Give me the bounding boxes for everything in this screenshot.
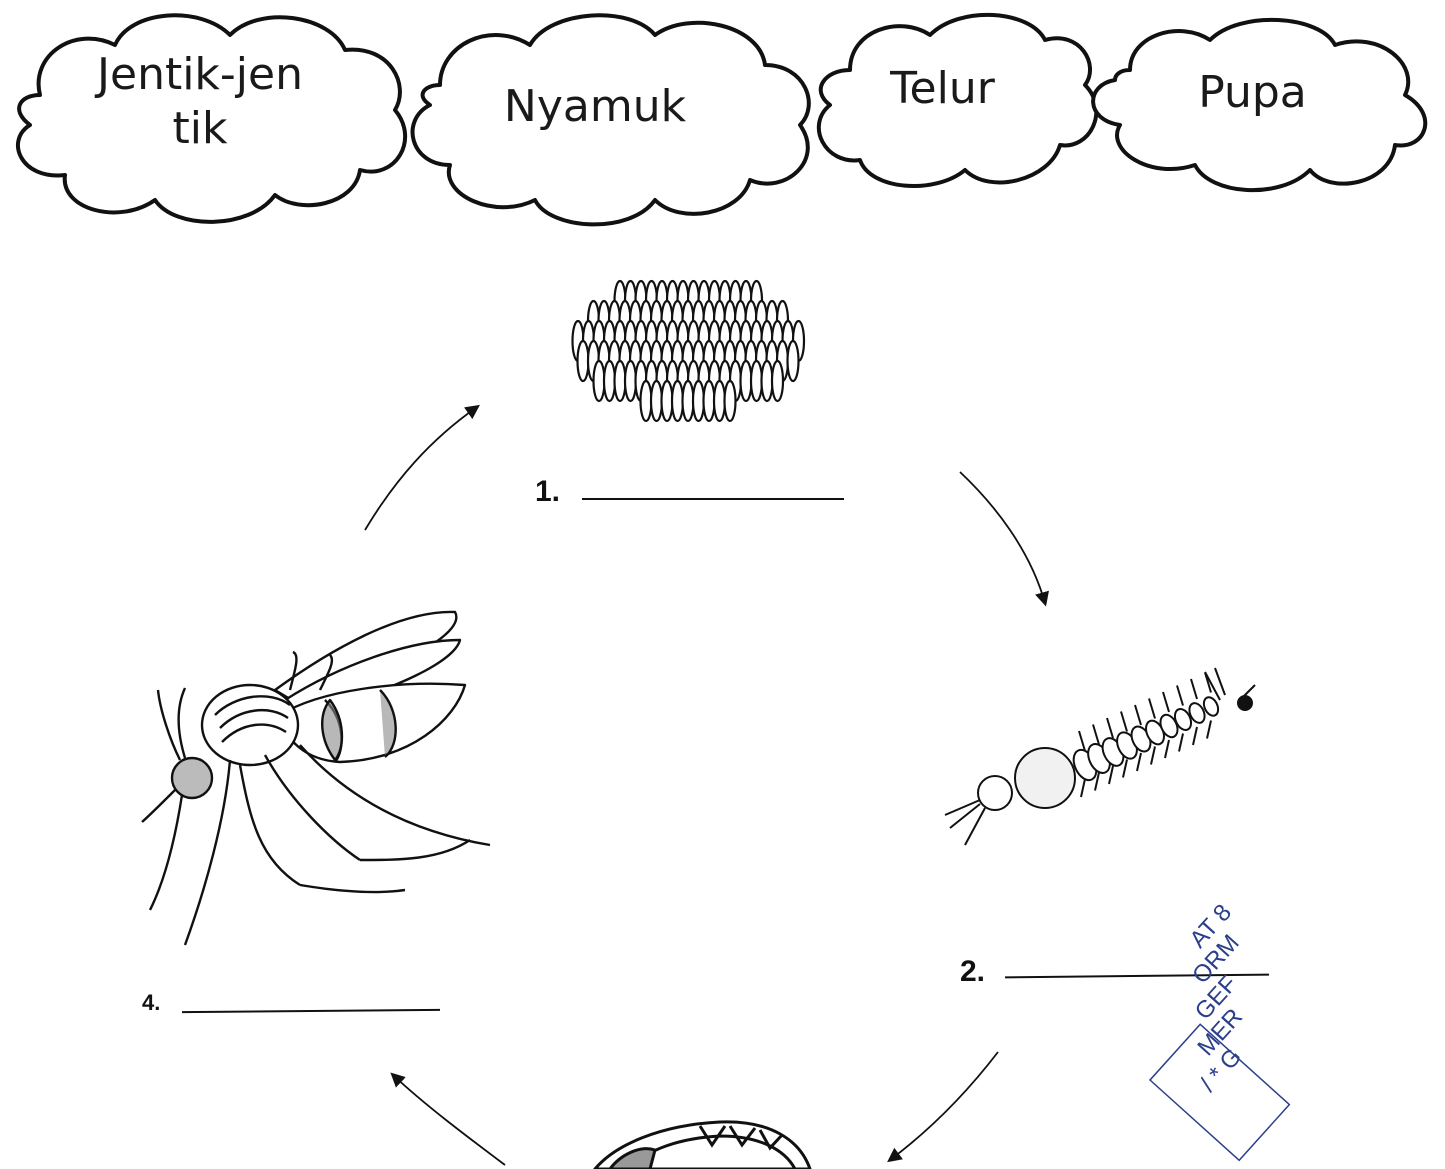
larva-bristle bbox=[1135, 705, 1141, 725]
egg bbox=[772, 361, 783, 401]
arrow-egg-to-larva bbox=[960, 472, 1045, 603]
adult-mosquito-illustration bbox=[142, 612, 490, 945]
egg bbox=[615, 361, 626, 401]
egg bbox=[704, 381, 715, 421]
larva-bristle bbox=[1149, 699, 1155, 719]
larva-bristle bbox=[1179, 734, 1183, 752]
larva-bristle bbox=[1107, 718, 1113, 738]
stage-1-answer-line[interactable] bbox=[582, 498, 844, 500]
larva-illustration bbox=[945, 668, 1255, 845]
pupa-illustration bbox=[595, 1122, 810, 1169]
arrow-adult-to-egg bbox=[365, 407, 477, 530]
egg bbox=[788, 341, 799, 381]
egg bbox=[714, 381, 725, 421]
egg bbox=[683, 381, 694, 421]
egg bbox=[594, 361, 605, 401]
larva-bristle bbox=[1177, 686, 1183, 706]
larva-bristle bbox=[1081, 779, 1085, 797]
egg bbox=[751, 361, 762, 401]
larva-bristle bbox=[1191, 679, 1197, 699]
egg bbox=[672, 381, 683, 421]
larva-bristle bbox=[1079, 731, 1085, 751]
arrow-larva-to-pupa bbox=[890, 1052, 998, 1160]
larva-bristle bbox=[1163, 692, 1169, 712]
cloud-3-label: Telur bbox=[855, 62, 1030, 116]
larva-bristle bbox=[1121, 712, 1127, 732]
egg bbox=[651, 381, 662, 421]
larva-bristle bbox=[1151, 747, 1155, 765]
larva-bristle bbox=[1123, 760, 1127, 778]
larva-bristle bbox=[1165, 740, 1169, 758]
larva-bristle bbox=[1137, 753, 1141, 771]
stage-4-number: 4. bbox=[142, 990, 160, 1016]
larva-bristle bbox=[1093, 725, 1099, 745]
egg bbox=[641, 381, 652, 421]
stage-1-number: 1. bbox=[535, 475, 560, 509]
egg bbox=[741, 361, 752, 401]
egg-raft-illustration bbox=[573, 281, 805, 421]
cloud-2-label: Nyamuk bbox=[470, 80, 720, 134]
cloud-1-label-line1: Jentik-jen bbox=[65, 48, 335, 102]
egg bbox=[604, 361, 615, 401]
larva-bristle bbox=[1193, 727, 1197, 745]
egg bbox=[625, 361, 636, 401]
egg bbox=[725, 381, 736, 421]
stage-2-number: 2. bbox=[960, 955, 985, 989]
cloud-4-label: Pupa bbox=[1160, 66, 1345, 120]
egg bbox=[693, 381, 704, 421]
arrow-pupa-to-adult bbox=[393, 1075, 505, 1165]
cloud-1-label: Jentik-jen tik bbox=[65, 48, 335, 156]
larva-bristle bbox=[1207, 721, 1211, 739]
egg bbox=[662, 381, 673, 421]
egg bbox=[762, 361, 773, 401]
egg bbox=[578, 341, 589, 381]
cloud-1-label-line2: tik bbox=[65, 102, 335, 156]
